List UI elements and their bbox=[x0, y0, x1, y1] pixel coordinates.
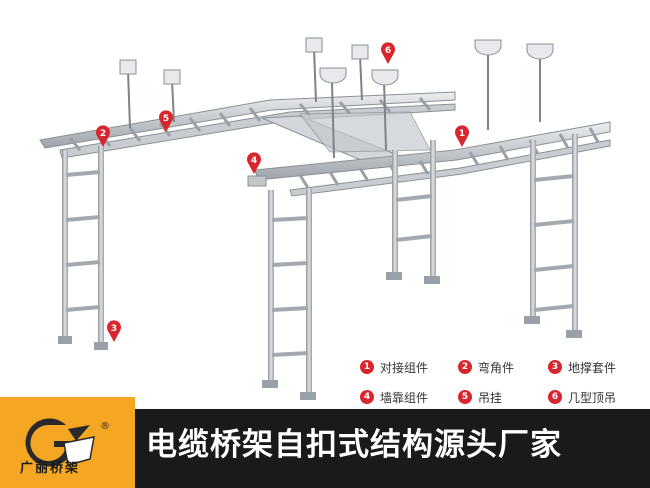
hanger-rods bbox=[119, 37, 554, 159]
legend-pin-3: 3 bbox=[548, 360, 562, 374]
legend-label-5: 吊挂 bbox=[478, 390, 503, 405]
callout-pin-number: 2 bbox=[100, 129, 106, 139]
wall-bracket bbox=[247, 175, 267, 187]
registered-mark: ® bbox=[100, 421, 110, 432]
legend-item-5: 5 吊挂 bbox=[458, 388, 502, 406]
legend-pin-2: 2 bbox=[458, 360, 472, 374]
callout-pin-marker bbox=[159, 110, 174, 132]
legend-item-1: 1 对接组件 bbox=[360, 358, 428, 376]
support-ladders bbox=[58, 134, 582, 400]
callout-pin-marker bbox=[107, 320, 122, 342]
callout-pin-number: 6 bbox=[385, 46, 391, 56]
legend-label-6: 几型顶吊 bbox=[568, 390, 617, 405]
callout-pin-1: 1 bbox=[455, 125, 469, 147]
footer-banner: ® 广丽桥架 电缆桥架自扣式结构源头厂家 bbox=[0, 397, 650, 488]
legend-item-3: 3 地撑套件 bbox=[548, 358, 616, 376]
callout-pin-6: 6 bbox=[381, 42, 396, 64]
callout-pin-number: 4 bbox=[251, 156, 257, 166]
legend-pin-5: 5 bbox=[458, 390, 472, 404]
legend-item-6: 6 几型顶吊 bbox=[548, 388, 616, 406]
callout-pin-number: 3 bbox=[111, 324, 117, 334]
cable-tray-structure-diagram: 2 5 6 4 1 3 bbox=[39, 37, 611, 400]
legend-label-1: 对接组件 bbox=[380, 360, 429, 375]
callout-pin-marker bbox=[381, 42, 396, 64]
legend-pin-1: 1 bbox=[360, 360, 374, 374]
callout-pins: 2 5 6 4 1 3 bbox=[96, 42, 469, 342]
legend-item-4: 4 墙靠组件 bbox=[360, 388, 428, 406]
callout-pin-marker bbox=[455, 125, 469, 147]
callout-legend: 1 对接组件 2 弯角件 3 地撑套件 4 墙靠组件 5 吊挂 6 几型顶吊 bbox=[360, 358, 640, 408]
callout-pin-5: 5 bbox=[159, 110, 174, 132]
company-logo-icon: ® bbox=[25, 418, 110, 467]
banner-logo-panel: ® 广丽桥架 bbox=[0, 397, 135, 488]
callout-pin-2: 2 bbox=[96, 125, 111, 147]
legend-label-2: 弯角件 bbox=[478, 360, 515, 375]
callout-pin-number: 1 bbox=[459, 129, 465, 139]
legend-label-4: 墙靠组件 bbox=[380, 390, 429, 405]
callout-pin-number: 5 bbox=[163, 114, 169, 124]
legend-pin-6: 6 bbox=[548, 390, 562, 404]
company-logo-name: 广丽桥架 bbox=[20, 461, 81, 476]
callout-pin-marker bbox=[96, 125, 111, 147]
legend-label-3: 地撑套件 bbox=[568, 360, 617, 375]
legend-item-2: 2 弯角件 bbox=[458, 358, 514, 376]
callout-pin-marker bbox=[247, 152, 261, 174]
legend-pin-4: 4 bbox=[360, 390, 374, 404]
callout-pin-3: 3 bbox=[107, 320, 122, 342]
callout-pin-4: 4 bbox=[247, 152, 261, 174]
banner-title: 电缆桥架自扣式结构源头厂家 bbox=[146, 427, 562, 463]
